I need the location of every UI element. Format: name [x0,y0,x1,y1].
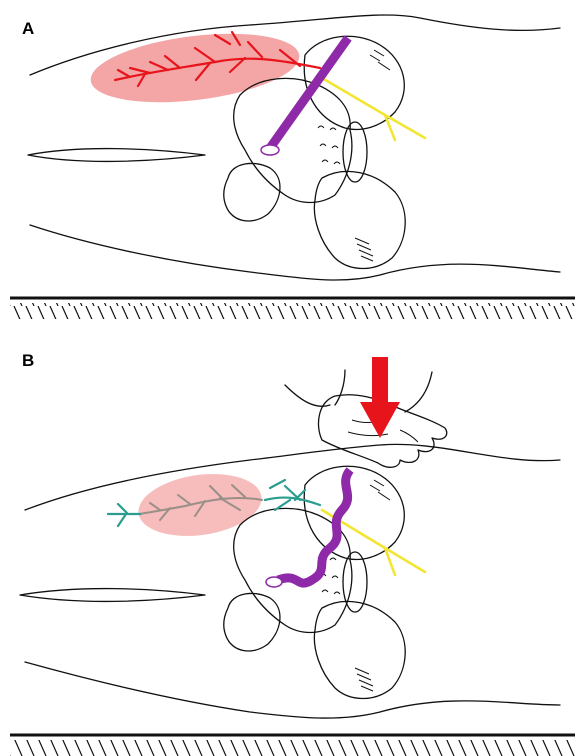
body-outline-top [25,444,560,510]
panel-label-b: B [22,352,34,369]
ligament-end [266,577,282,587]
down-arrow-icon [360,357,400,438]
limb-crease [20,589,205,602]
body-outline-bottom [25,662,560,718]
ligament-end [261,145,279,155]
panel-label-a: A [22,20,34,37]
ischemic-zone [87,23,303,112]
panel-a [10,15,575,319]
ligament [278,470,350,583]
ground-hatch [10,740,575,756]
limb-crease [28,149,205,162]
panel-b [10,357,575,756]
nerve [322,78,425,140]
body-outline-bottom [30,225,560,280]
ground-hatch [10,303,575,319]
